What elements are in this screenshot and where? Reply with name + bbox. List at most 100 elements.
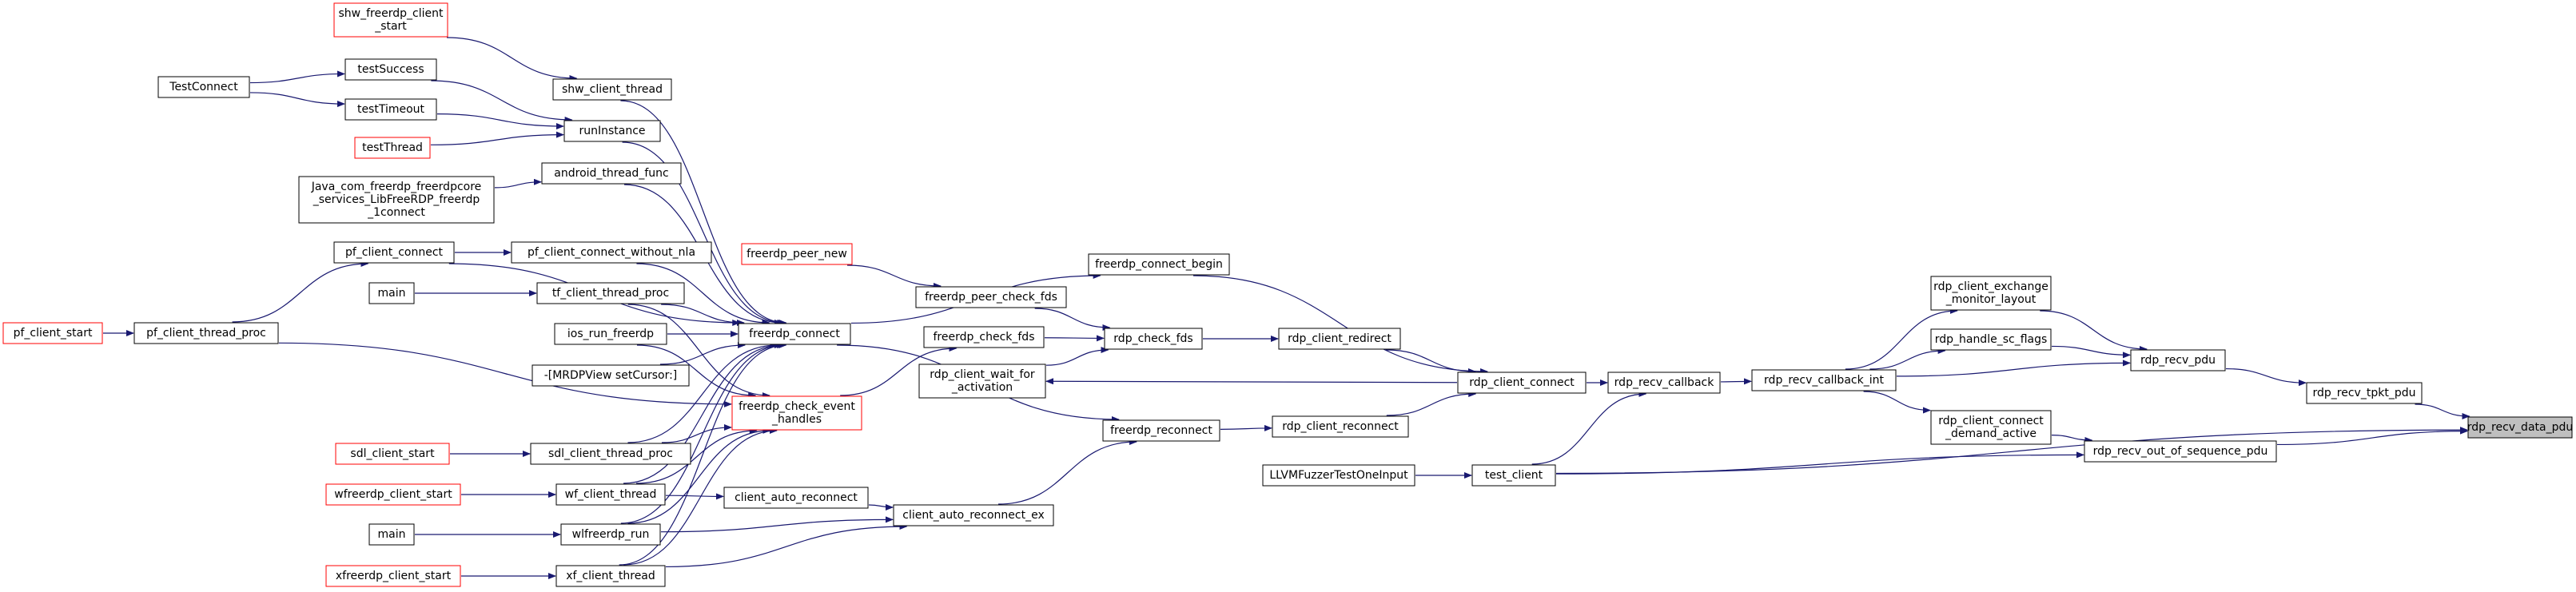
node-freerdp_check_event_handles[interactable]: freerdp_check_event_handles: [731, 395, 862, 431]
node-freerdp_connect_begin[interactable]: freerdp_connect_begin: [1088, 253, 1230, 276]
node-box: [731, 395, 862, 431]
node-box: [915, 286, 1067, 308]
node-label: wfreerdp_client_start: [334, 488, 452, 501]
edge-sdl_client_thread_proc-to-freerdp_check_event_handles: [661, 423, 732, 443]
node-label: sdl_client_start: [350, 447, 435, 460]
node-testSuccess[interactable]: testSuccess: [344, 58, 437, 81]
node-label: LLVMFuzzerTestOneInput: [1269, 469, 1408, 482]
node-rdp_recv_callback_int[interactable]: rdp_recv_callback_int: [1751, 369, 1897, 391]
node-MRDPView_setCursor[interactable]: -[MRDPView setCursor:]: [532, 364, 690, 387]
node-pf_client_connect[interactable]: pf_client_connect: [333, 241, 455, 264]
node-label: _1connect: [367, 206, 425, 219]
node-rdp_recv_data_pdu[interactable]: rdp_recv_data_pdu: [2467, 416, 2574, 439]
node-main_tf[interactable]: main: [368, 282, 415, 304]
node-label: rdp_recv_data_pdu: [2467, 421, 2574, 434]
node-rdp_client_connect[interactable]: rdp_client_connect: [1457, 371, 1587, 394]
edge-rdp_recv_pdu-to-rdp_recv_tpkt_pdu: [2225, 368, 2307, 387]
edge-test_client-to-rdp_recv_out_of_sequence_pdu: [1555, 451, 2084, 475]
node-pf_client_start[interactable]: pf_client_start: [2, 322, 103, 344]
node-freerdp_reconnect[interactable]: freerdp_reconnect: [1102, 419, 1220, 442]
node-rdp_recv_tpkt_pdu[interactable]: rdp_recv_tpkt_pdu: [2306, 382, 2423, 404]
node-testThread[interactable]: testThread: [354, 137, 431, 159]
node-label: _start: [374, 20, 407, 33]
node-freerdp_check_fds[interactable]: freerdp_check_fds: [923, 326, 1045, 348]
node-box: [2, 322, 103, 344]
node-box: [333, 241, 455, 264]
node-rdp_client_exchange_monitor_layout[interactable]: rdp_client_exchange_monitor_layout: [1930, 276, 2052, 311]
node-main_wl[interactable]: main: [368, 523, 415, 546]
node-box: [2130, 349, 2226, 371]
node-testTimeout[interactable]: testTimeout: [344, 98, 437, 121]
node-freerdp_connect[interactable]: freerdp_connect: [738, 323, 851, 345]
node-label: test_client: [1485, 469, 1543, 482]
node-client_auto_reconnect[interactable]: client_auto_reconnect: [723, 487, 869, 509]
edge-wlfreerdp_run-to-client_auto_reconnect_ex: [660, 516, 894, 533]
node-box: [1751, 369, 1897, 391]
edge-xf_client_thread-to-freerdp_check_event_handles: [623, 427, 778, 566]
node-label: _activation: [951, 381, 1013, 394]
node-box: [1471, 464, 1556, 487]
node-rdp_client_connect_demand_active[interactable]: rdp_client_connect_demand_active: [1930, 410, 2052, 445]
edge-wf_client_thread-to-freerdp_check_event_handles: [635, 427, 758, 484]
node-rdp_recv_out_of_sequence_pdu[interactable]: rdp_recv_out_of_sequence_pdu: [2084, 440, 2277, 463]
node-wlfreerdp_run[interactable]: wlfreerdp_run: [560, 523, 661, 546]
node-rdp_check_fds[interactable]: rdp_check_fds: [1104, 328, 1203, 350]
node-client_auto_reconnect_ex[interactable]: client_auto_reconnect_ex: [893, 504, 1054, 526]
node-rdp_client_wait_for_activation[interactable]: rdp_client_wait_for_activation: [918, 364, 1046, 399]
node-label: sdl_client_thread_proc: [548, 447, 673, 460]
node-box: [918, 364, 1046, 399]
edge-rdp_client_redirect-to-rdp_client_connect: [1386, 349, 1476, 375]
node-label: freerdp_check_event: [739, 400, 855, 413]
node-box: [1102, 419, 1220, 442]
node-ios_run_freerdp[interactable]: ios_run_freerdp: [554, 323, 667, 345]
edge-rdp_client_exchange_monitor_layout-to-rdp_recv_pdu: [2040, 310, 2148, 352]
node-rdp_recv_callback[interactable]: rdp_recv_callback: [1607, 371, 1721, 394]
node-box: [344, 58, 437, 81]
edge-test_client-to-rdp_recv_data_pdu: [1555, 427, 2468, 475]
node-box: [1930, 410, 2052, 445]
node-sdl_client_start[interactable]: sdl_client_start: [335, 443, 450, 465]
node-xf_client_thread[interactable]: xf_client_thread: [555, 565, 666, 587]
node-label: -[MRDPView setCursor:]: [544, 369, 678, 382]
edge-TestConnect-to-testSuccess: [249, 70, 345, 84]
node-box: [333, 2, 448, 38]
node-java_connect[interactable]: Java_com_freerdp_freerdpcore_services_Li…: [298, 176, 495, 224]
node-label: Java_com_freerdp_freerdpcore: [311, 181, 482, 193]
node-wf_client_thread[interactable]: wf_client_thread: [555, 483, 666, 506]
edge-wf_client_thread-to-freerdp_connect: [623, 342, 782, 484]
node-box: [1278, 328, 1401, 350]
node-rdp_recv_pdu[interactable]: rdp_recv_pdu: [2130, 349, 2226, 371]
node-rdp_client_redirect[interactable]: rdp_client_redirect: [1278, 328, 1401, 350]
node-test_client[interactable]: test_client: [1471, 464, 1556, 487]
node-tf_client_thread_proc[interactable]: tf_client_thread_proc: [536, 282, 685, 304]
node-label: shw_freerdp_client: [339, 7, 444, 20]
edge-wf_client_thread-to-client_auto_reconnect: [665, 493, 724, 500]
node-wfreerdp_client_start[interactable]: wfreerdp_client_start: [325, 483, 461, 506]
edge-ios_run_freerdp-to-freerdp_check_event_handles: [636, 344, 757, 399]
node-shw_client_thread[interactable]: shw_client_thread: [552, 78, 672, 101]
node-box: [325, 565, 461, 587]
node-shw_freerdp_client_start[interactable]: shw_freerdp_client_start: [333, 2, 448, 38]
node-freerdp_peer_new[interactable]: freerdp_peer_new: [741, 243, 853, 265]
node-pf_client_connect_without_nla[interactable]: pf_client_connect_without_nla: [511, 241, 712, 264]
node-rdp_client_reconnect[interactable]: rdp_client_reconnect: [1272, 415, 1409, 438]
edge-rdp_recv_callback-to-rdp_recv_callback_int: [1720, 378, 1752, 385]
node-runInstance[interactable]: runInstance: [563, 120, 661, 142]
node-TestConnect[interactable]: TestConnect: [157, 76, 250, 98]
node-android_thread_func[interactable]: android_thread_func: [541, 162, 682, 185]
node-freerdp_peer_check_fds[interactable]: freerdp_peer_check_fds: [915, 286, 1067, 308]
node-LLVMFuzzerTestOneInput[interactable]: LLVMFuzzerTestOneInput: [1262, 464, 1415, 487]
node-label: testTimeout: [357, 103, 425, 116]
node-sdl_client_thread_proc[interactable]: sdl_client_thread_proc: [530, 443, 691, 465]
node-label: rdp_client_reconnect: [1282, 420, 1399, 433]
node-label: freerdp_check_fds: [934, 331, 1035, 344]
node-xfreerdp_client_start[interactable]: xfreerdp_client_start: [325, 565, 461, 587]
node-label: rdp_check_fds: [1113, 332, 1192, 345]
node-rdp_handle_sc_flags[interactable]: rdp_handle_sc_flags: [1930, 328, 2052, 351]
node-box: [2084, 440, 2277, 463]
edge-freerdp_check_fds-to-rdp_check_fds: [1044, 335, 1105, 342]
node-label: freerdp_reconnect: [1110, 424, 1212, 437]
node-pf_client_thread_proc[interactable]: pf_client_thread_proc: [133, 322, 279, 344]
